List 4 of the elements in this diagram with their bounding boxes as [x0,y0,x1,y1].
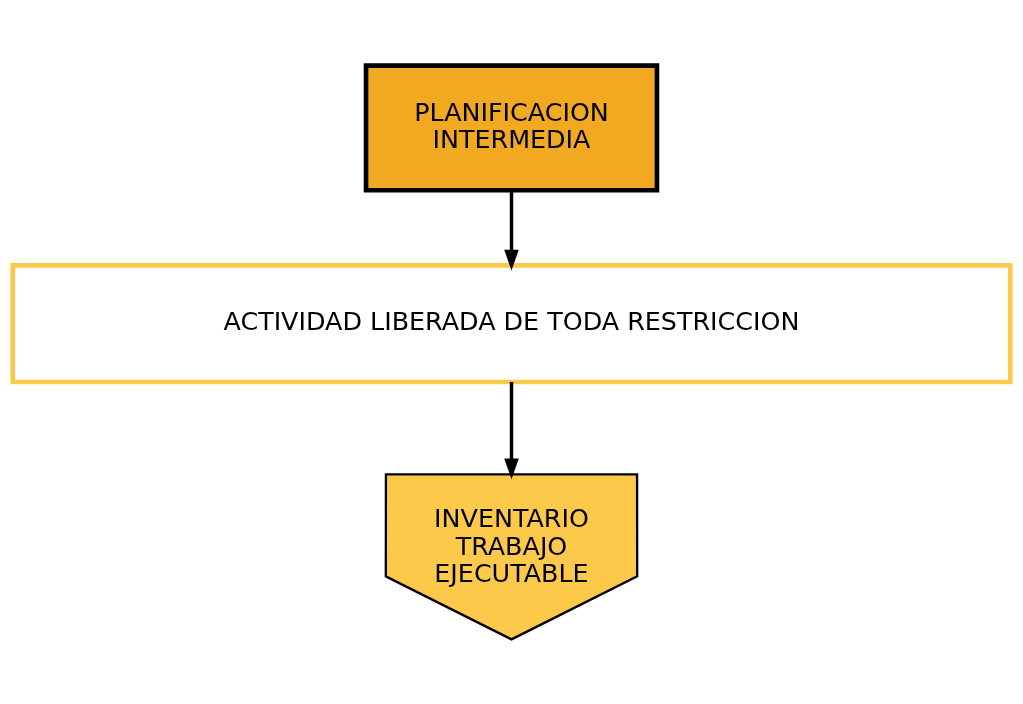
arrow [504,190,519,271]
arrow [504,381,519,479]
node-box: PLANIFICACION INTERMEDIA [363,62,660,193]
node-box: ACTIVIDAD LIBERADA DE TODA RESTRICCION [10,262,1013,384]
